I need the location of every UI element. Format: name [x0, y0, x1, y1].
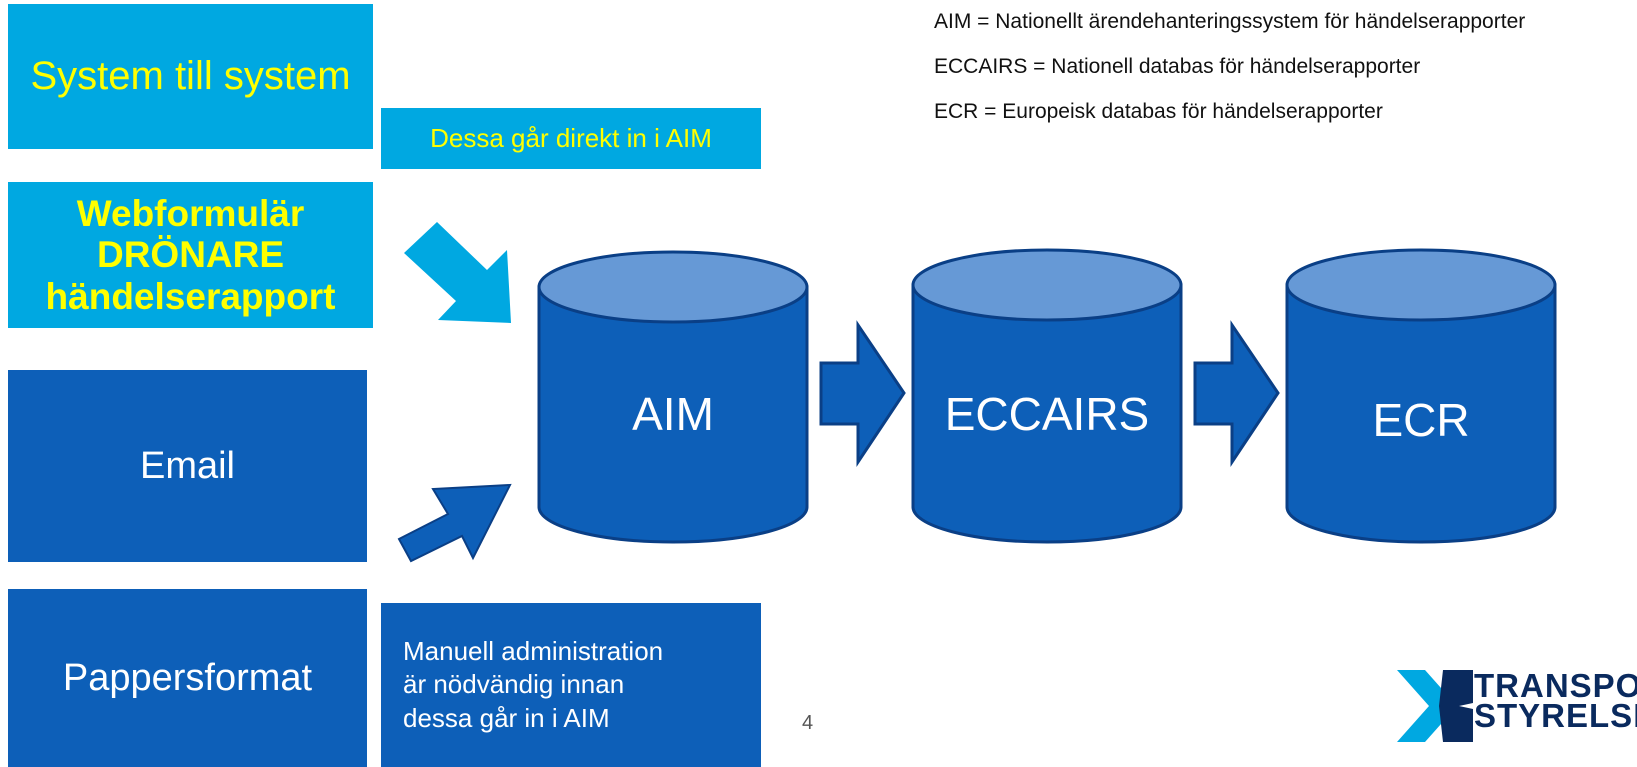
database-ecr-cylinder	[1285, 248, 1557, 544]
arrow-web-to-aim	[404, 222, 511, 323]
database-aim-cylinder	[537, 250, 809, 544]
logo-wordmark: TRANSPORT STYRELSEN	[1474, 667, 1637, 735]
transportstyrelsen-logo	[1397, 670, 1473, 742]
source-email-label: Email	[139, 444, 236, 487]
arrow-aim-to-eccairs	[819, 320, 906, 467]
source-email: Email	[8, 370, 367, 562]
source-web-form: Webformulär DRÖNARE händelserapport	[8, 182, 373, 328]
logo-mark-right	[1439, 670, 1473, 742]
source-web-label: Webformulär DRÖNARE händelserapport	[45, 192, 336, 317]
database-eccairs-cylinder	[911, 248, 1183, 544]
legend-ecr: ECR = Europeisk databas för händelserapp…	[934, 100, 1383, 123]
note-direct-label: Dessa går direkt in i AIM	[430, 123, 712, 153]
note-direct-into-aim: Dessa går direkt in i AIM	[381, 108, 761, 169]
source-paper-label: Pappersformat	[62, 656, 313, 699]
arrow-eccairs-to-ecr	[1193, 320, 1280, 467]
source-system-label: System till system	[30, 54, 351, 98]
source-paper-format: Pappersformat	[8, 589, 367, 767]
database-aim-label: AIM	[632, 388, 714, 440]
source-system-to-system: System till system	[8, 4, 373, 149]
legend-eccairs: ECCAIRS = Nationell databas för händelse…	[934, 55, 1421, 78]
note-manual-administration: Manuell administration är nödvändig inna…	[381, 603, 761, 767]
arrow-email-to-aim	[397, 483, 512, 563]
database-eccairs-label: ECCAIRS	[945, 388, 1149, 440]
database-ecr-label: ECR	[1372, 394, 1469, 446]
page-number: 4	[802, 712, 814, 734]
legend-aim: AIM = Nationellt ärendehanteringssystem …	[934, 10, 1526, 33]
